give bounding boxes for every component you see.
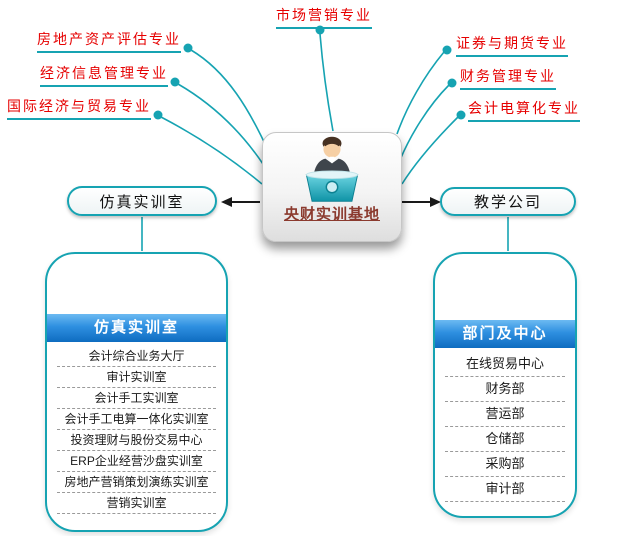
center-node: 央财实训基地 xyxy=(262,132,402,242)
branch-line xyxy=(396,51,445,135)
branch-dots xyxy=(153,25,466,120)
major-label-intl-economics-trade: 国际经济与贸易专业 xyxy=(7,96,151,120)
major-label-financial-mgmt: 财务管理专业 xyxy=(460,66,556,90)
major-label-economic-info-mgmt: 经济信息管理专业 xyxy=(40,63,168,87)
branch-pill-simulation-lab: 仿真实训室 xyxy=(67,186,217,216)
list-item: 会计综合业务大厅 xyxy=(57,346,216,367)
list-item: 营销实训室 xyxy=(57,493,216,514)
panel-header-simulation-labs: 仿真实训室 xyxy=(47,314,226,342)
list-item: 会计手工实训室 xyxy=(57,388,216,409)
list-item: 会计手工电算一体化实训室 xyxy=(57,409,216,430)
simulation-lab-list: 会计综合业务大厅审计实训室会计手工实训室会计手工电算一体化实训室投资理财与股份交… xyxy=(47,342,226,514)
list-item: 投资理财与股份交易中心 xyxy=(57,430,216,451)
major-label-securities-futures: 证券与期货专业 xyxy=(456,33,568,57)
branch-line xyxy=(319,33,334,132)
list-item: 采购部 xyxy=(445,452,565,477)
branch-dot xyxy=(153,110,163,120)
panel-header-departments-centers: 部门及中心 xyxy=(435,320,575,348)
list-item: 财务部 xyxy=(445,377,565,402)
branch-line xyxy=(401,116,459,185)
branch-dot xyxy=(183,43,193,53)
major-label-marketing: 市场营销专业 xyxy=(276,5,372,29)
branch-dot xyxy=(456,110,466,120)
panel-departments-centers: 部门及中心 在线贸易中心财务部营运部仓储部采购部审计部 xyxy=(433,252,577,518)
list-item: 营运部 xyxy=(445,402,565,427)
branch-line xyxy=(160,116,263,185)
major-label-real-estate-appraisal: 房地产资产评估专业 xyxy=(37,29,181,53)
branch-pill-teaching-company: 教学公司 xyxy=(440,187,576,216)
center-node-title: 央财实训基地 xyxy=(283,206,380,223)
list-item: 仓储部 xyxy=(445,427,565,452)
branch-dot xyxy=(170,77,180,87)
list-item: 在线贸易中心 xyxy=(445,352,565,377)
branch-line xyxy=(177,83,264,165)
branch-dot xyxy=(442,45,452,55)
arrow-left-head xyxy=(221,197,232,207)
department-list: 在线贸易中心财务部营运部仓储部采购部审计部 xyxy=(435,348,575,502)
branch-dot xyxy=(447,78,457,88)
major-label-computerized-accounting: 会计电算化专业 xyxy=(468,98,580,122)
panel-simulation-labs: 仿真实训室 会计综合业务大厅审计实训室会计手工实训室会计手工电算一体化实训室投资… xyxy=(45,252,228,532)
branch-line xyxy=(399,84,450,161)
list-item: 房地产营销策划演练实训室 xyxy=(57,472,216,493)
list-item: ERP企业经营沙盘实训室 xyxy=(57,451,216,472)
presenter-desk-icon xyxy=(305,136,359,202)
list-item: 审计实训室 xyxy=(57,367,216,388)
branch-line xyxy=(190,49,267,147)
list-item: 审计部 xyxy=(445,477,565,502)
